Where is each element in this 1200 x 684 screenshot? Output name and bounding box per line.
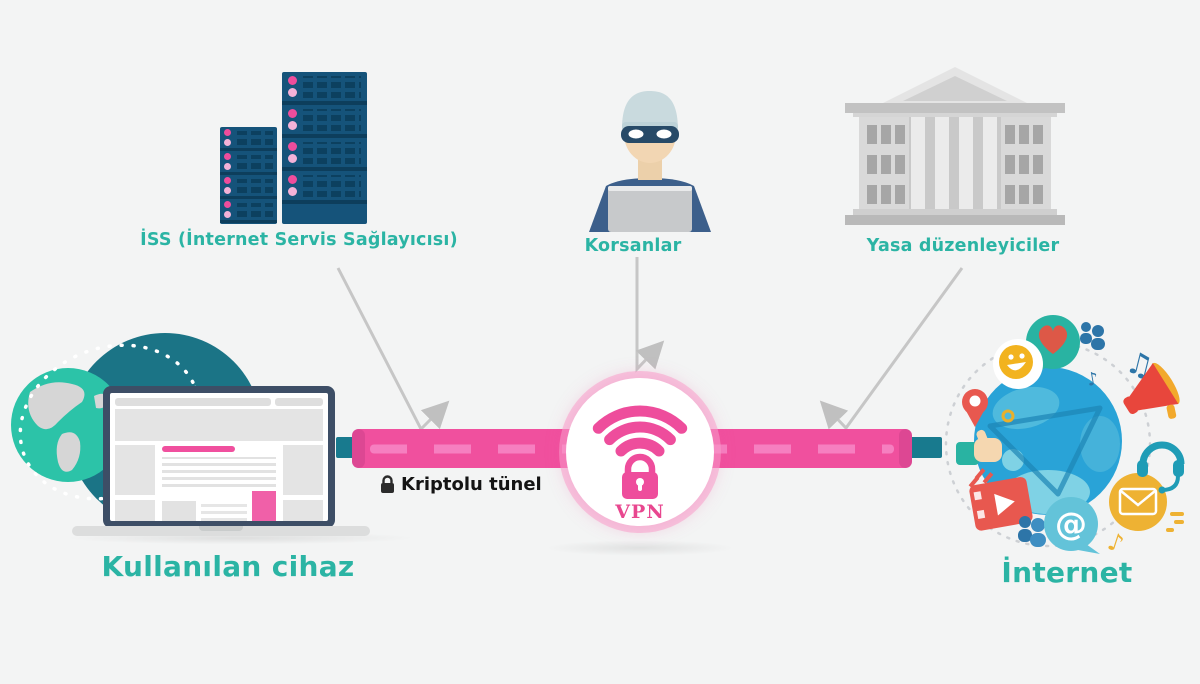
webpage-title-bar [162, 446, 236, 452]
server-icon [220, 127, 277, 224]
megaphone-icon [1123, 362, 1180, 419]
hacker-icon [589, 91, 711, 232]
internet-globe-icon [974, 367, 1122, 515]
location-pin-icon [962, 389, 988, 427]
wifi-icon [592, 405, 688, 457]
tunnel-connector-right [902, 437, 942, 458]
users-icon [1080, 322, 1105, 350]
internet-label: İnternet [1001, 556, 1133, 589]
video-player-icon [969, 477, 1033, 531]
vpn-badge-text: VPN [614, 501, 664, 523]
svg-text:@: @ [1055, 505, 1087, 543]
laptop-base [72, 526, 370, 536]
arrow-icon [635, 257, 665, 373]
music-note-icon: ♪ [1104, 527, 1127, 558]
stripes-icon [968, 468, 994, 488]
server-icon [282, 72, 367, 224]
laptop-screen [110, 393, 328, 521]
at-bubble-icon: @ [1044, 497, 1100, 554]
webpage-ad-block [252, 491, 276, 521]
isp-label: İSS (İnternet Servis Sağlayıcısı) [140, 230, 458, 250]
arrow-icon [336, 267, 450, 432]
arrow-icon [819, 267, 964, 431]
lock-icon [622, 453, 658, 499]
regulators-label: Yasa düzenleyiciler [866, 236, 1060, 256]
vpn-shadow [545, 540, 735, 556]
smiley-icon [993, 339, 1043, 389]
vpn-badge: VPN [566, 378, 714, 526]
internet-cluster: ♫ ♪ [944, 315, 1185, 558]
lock-icon [381, 475, 394, 493]
like-hand-icon [956, 429, 1002, 465]
gear-icon [1001, 409, 1015, 423]
device-label: Kullanılan cihaz [101, 550, 355, 583]
tunnel-label-text: Kriptolu tünel [401, 474, 542, 495]
users-icon [1018, 516, 1046, 547]
music-note-icon: ♪ [1085, 368, 1100, 391]
tunnel-label: Kriptolu tünel [380, 474, 542, 495]
hackers-label: Korsanlar [584, 236, 682, 256]
government-building-icon [845, 67, 1065, 225]
envelope-icon [1109, 473, 1184, 532]
laptop-icon [103, 386, 335, 528]
headset-icon [1137, 441, 1185, 494]
